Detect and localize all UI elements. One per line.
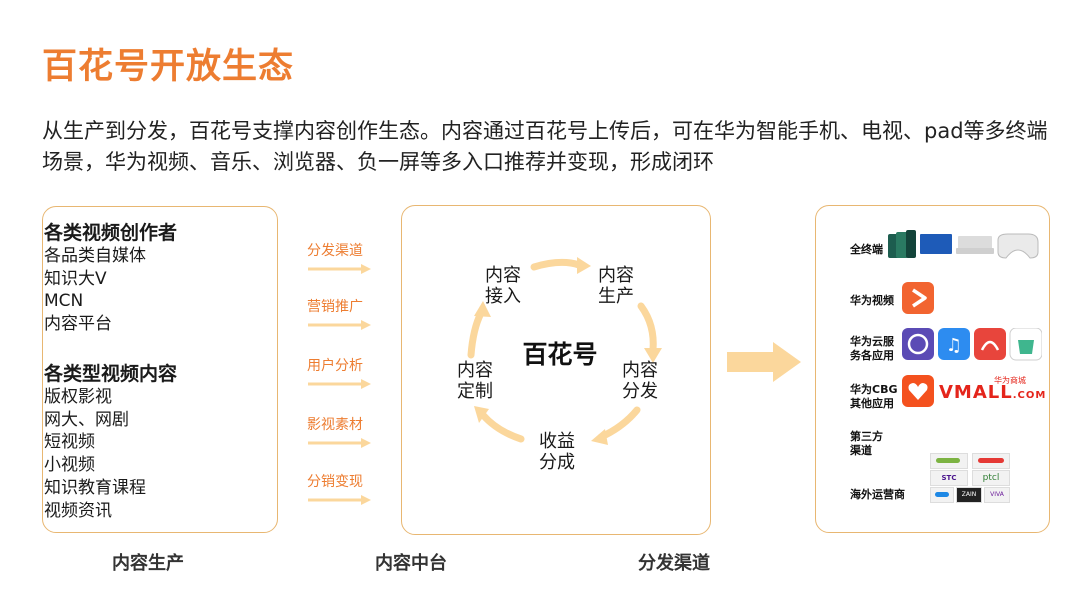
- carrier-logo-ptcl: ptcl: [972, 470, 1010, 486]
- channel-marketing: 营销推广: [307, 296, 377, 332]
- right-arrow-icon: [308, 320, 371, 330]
- cycle-node-production: 内容生产: [598, 265, 634, 307]
- page-title: 百花号开放生态: [42, 47, 295, 87]
- content-type-item: 短视频: [44, 432, 95, 453]
- dist-row-all-terminals: 全终端: [850, 243, 883, 256]
- creators-group: 各类视频创作者 各品类自媒体 知识大V MCN 内容平台: [44, 221, 177, 336]
- channel-label: 分销变现: [307, 474, 363, 490]
- creator-item: 知识大V: [44, 268, 107, 289]
- dist-row-huawei-video: 华为视频: [850, 294, 894, 307]
- content-type-item: 小视频: [44, 455, 95, 476]
- content-production-box: [42, 206, 278, 533]
- carrier-logo-zain: ZAIN: [956, 487, 982, 503]
- right-arrow-icon: [308, 495, 371, 505]
- carrier-logos: STC ptcl ZAIN VIVA: [930, 453, 1010, 503]
- creator-item: MCN: [44, 291, 84, 312]
- channel-label: 用户分析: [307, 358, 363, 374]
- right-arrow-icon: [308, 438, 371, 448]
- vmall-logo: VMALL.COM: [939, 382, 1047, 403]
- content-type-item: 网大、网剧: [44, 409, 129, 430]
- carrier-logo-icon: [930, 453, 968, 469]
- cycle-node-revenue: 收益分成: [539, 431, 575, 473]
- content-types-group: 各类型视频内容 版权影视 网大、网剧 短视频 小视频 知识教育课程 视频资讯: [44, 362, 177, 522]
- carrier-logo-viva: VIVA: [984, 487, 1010, 503]
- channel-label: 分发渠道: [307, 243, 363, 259]
- creator-item: 各品类自媒体: [44, 246, 146, 266]
- content-type-item: 知识教育课程: [44, 477, 146, 498]
- cycle-arrows: [467, 257, 662, 445]
- dist-row-huawei-cloud: 华为云服务各应用: [850, 335, 894, 362]
- bottom-label-content-platform: 内容中台: [375, 553, 447, 574]
- dist-row-third-party: 第三方渠道: [850, 430, 883, 457]
- carrier-logo-icon: [930, 487, 954, 503]
- channel-film-material: 影视素材: [307, 414, 377, 450]
- devices-icon: [888, 230, 1039, 259]
- vmall-cn-label: 华为商城: [994, 376, 1026, 385]
- channel-monetization: 分销变现: [307, 471, 377, 507]
- content-types-heading: 各类型视频内容: [44, 363, 178, 385]
- cycle-node-customize: 内容定制: [457, 360, 493, 402]
- right-arrow-icon: [308, 379, 371, 389]
- carrier-logo-icon: [972, 453, 1010, 469]
- page-subtitle: 从生产到分发，百花号支撑内容创作生态。内容通过百花号上传后，可在华为智能手机、电…: [42, 119, 1048, 174]
- creator-item: 内容平台: [44, 314, 112, 335]
- channel-distribution: 分发渠道: [307, 240, 377, 276]
- channel-user-analysis: 用户分析: [307, 355, 377, 391]
- svg-text:♫: ♫: [946, 335, 962, 356]
- channel-label: 影视素材: [307, 417, 363, 433]
- dist-row-overseas-carriers: 海外运营商: [850, 488, 905, 501]
- cloud-apps-icon: ♫: [902, 328, 1042, 361]
- cycle-node-intake: 内容接入: [485, 265, 521, 307]
- content-type-item: 视频资讯: [44, 500, 112, 521]
- cycle-node-distribution: 内容分发: [622, 360, 658, 402]
- big-right-arrow-icon: [727, 342, 801, 382]
- bottom-label-content-production: 内容生产: [112, 553, 184, 574]
- cycle-center-label: 百花号: [522, 340, 598, 369]
- huawei-video-icon: [902, 282, 934, 314]
- health-heart-icon: [902, 375, 934, 407]
- channel-label: 营销推广: [307, 299, 363, 315]
- creators-heading: 各类视频创作者: [44, 222, 178, 244]
- carrier-logo-stc: STC: [930, 470, 968, 486]
- content-type-item: 版权影视: [44, 387, 112, 407]
- bottom-label-distribution: 分发渠道: [638, 553, 710, 574]
- right-arrow-icon: [308, 264, 371, 274]
